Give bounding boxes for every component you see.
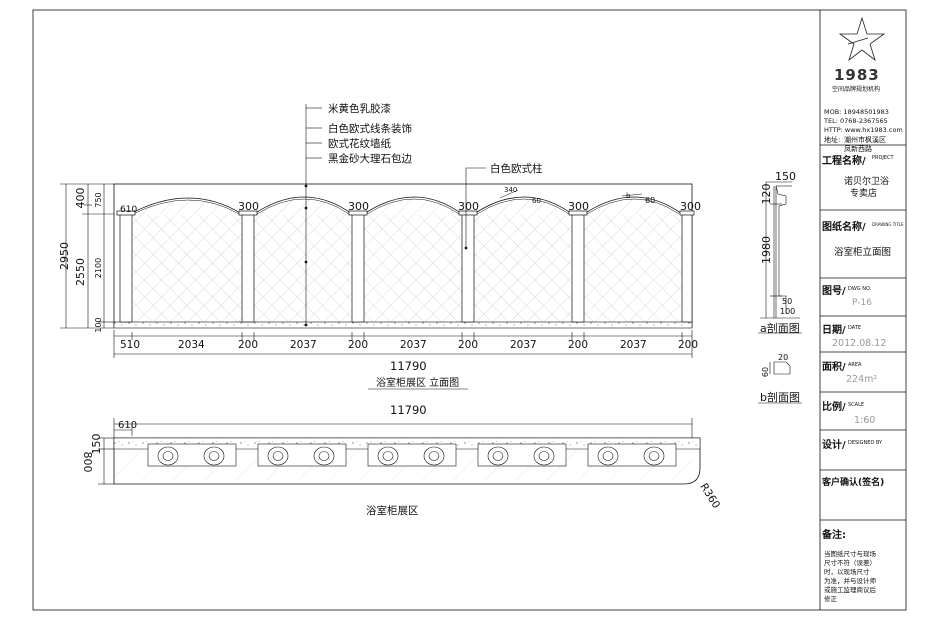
plan-depth-150: 150 <box>90 434 103 455</box>
small-dim-60a: 60 <box>532 197 541 205</box>
bottom-dim-10: 200 <box>678 339 698 351</box>
dim-height-total: 2950 <box>58 242 71 270</box>
sheet-border <box>32 9 907 611</box>
tb-note-line-6: 修正 <box>824 595 837 603</box>
tb-project-label-en: PROJECT <box>872 155 894 161</box>
plan-left-offset: 610 <box>118 420 137 431</box>
arch-dim-2: 300 <box>348 200 369 213</box>
tb-date: 2012.08.12 <box>832 338 887 349</box>
dim-height-400: 400 <box>74 188 87 209</box>
tb-area: 224m² <box>846 374 878 385</box>
small-dim-b: b <box>626 192 631 200</box>
tb-dwg-no: P-16 <box>852 298 872 308</box>
section-a-view <box>758 181 802 334</box>
section-a-dim-1980: 1980 <box>760 236 773 264</box>
logo-subtitle: 空间品牌规划机构 <box>832 86 881 93</box>
dim-height-750: 750 <box>94 192 103 207</box>
bottom-dim-6: 200 <box>458 339 478 351</box>
plan-depth-800: 800 <box>81 452 94 473</box>
plan-view <box>98 418 701 485</box>
dim-height-2100: 2100 <box>94 258 103 278</box>
bottom-dim-5: 2037 <box>400 339 427 351</box>
tb-client-label: 客户确认(签名) <box>822 478 885 488</box>
section-a-dim-50: 50 <box>782 297 792 306</box>
tb-tel: TEL: 0768-2367565 <box>824 117 888 125</box>
tb-mob: MOB: 18948501983 <box>824 108 889 116</box>
section-b-dim-20: 20 <box>778 353 788 362</box>
small-dim-340: 340 <box>504 186 517 194</box>
bottom-dim-8: 200 <box>568 339 588 351</box>
tb-addr-1: 潮州市枫溪区 <box>844 136 886 144</box>
tb-scale: 1:60 <box>854 415 876 426</box>
arch-dim-5: 300 <box>680 200 701 213</box>
title-block: 1983 空间品牌规划机构 MOB: 18948501983 TEL: 0768… <box>820 10 906 610</box>
leader-label-1: 米黄色乳胶漆 <box>328 102 391 115</box>
tb-area-label: 面积/ <box>822 362 846 373</box>
bottom-dim-2: 200 <box>238 339 258 351</box>
section-a-dim-100: 100 <box>780 307 795 316</box>
leader-label-4: 黑金砂大理石包边 <box>328 152 412 165</box>
tb-design-label: 设计/ <box>822 440 846 451</box>
tb-note-line-2: 尺寸不符（误差） <box>824 559 876 567</box>
tb-dwg-no-label: 图号/ <box>822 286 846 297</box>
tb-http: HTTP: www.hx1983.com <box>824 126 903 134</box>
elevation-title: 浴室柜展区 立面图 <box>376 376 459 389</box>
arch-dim-1: 300 <box>238 200 259 213</box>
dim-height-100: 100 <box>94 317 103 332</box>
tb-drawing-label: 图纸名称/ <box>822 222 866 233</box>
bottom-dim-9: 2037 <box>620 339 647 351</box>
title-block-frame <box>820 144 906 521</box>
section-a-dim-150: 150 <box>775 170 796 183</box>
arch-dim-0: 610 <box>120 205 137 215</box>
plan-overall-width: 11790 <box>390 403 427 417</box>
tb-scale-label-en: SCALE <box>848 402 865 408</box>
tb-date-label-en: DATE <box>848 325 862 331</box>
bottom-dim-1: 2034 <box>178 339 205 351</box>
tb-project-name-2: 专卖店 <box>850 189 878 199</box>
tb-dwg-no-label-en: DWG NO. <box>848 286 872 292</box>
tb-note-line-1: 当图纸尺寸与现场 <box>824 550 876 558</box>
tb-note-line-5: 或施工监理商议后 <box>824 586 876 594</box>
logo-star-icon <box>838 16 886 62</box>
tb-addr-label: 地址: <box>824 136 841 144</box>
bottom-dim-3: 2037 <box>290 339 317 351</box>
tb-project-name-1: 诺贝尔卫浴 <box>844 177 890 187</box>
tb-project-label: 工程名称/ <box>822 156 866 167</box>
bottom-dim-0: 510 <box>120 339 140 351</box>
tb-date-label: 日期/ <box>822 325 846 336</box>
small-dim-60b: 60 <box>645 196 655 205</box>
plan-radius: R360 <box>697 481 722 511</box>
section-a-title: a剖面图 <box>760 321 800 335</box>
section-b-dim-60: 60 <box>761 367 770 377</box>
tb-note-label: 备注: <box>822 530 846 541</box>
section-b-view <box>758 361 802 404</box>
tb-area-label-en: AREA <box>848 362 862 368</box>
leader-label-3: 欧式花纹墙纸 <box>328 137 391 150</box>
tb-note-line-4: 为准，并与设计师 <box>824 577 876 585</box>
section-a-dim-120: 120 <box>760 184 773 205</box>
tb-design-label-en: DESIGNED BY <box>848 440 883 446</box>
tb-drawing-name: 浴室柜立面图 <box>834 247 892 258</box>
tb-scale-label: 比例/ <box>822 402 846 413</box>
tb-note-line-3: 时，以现场尺寸 <box>824 568 870 576</box>
bottom-dim-7: 2037 <box>510 339 537 351</box>
elevation-overall-width: 11790 <box>390 359 427 373</box>
arch-dim-4: 300 <box>568 200 589 213</box>
tb-addr-2: 凤新西路 <box>844 145 872 153</box>
elevation-view <box>60 104 695 390</box>
leader-label-2: 白色欧式线条装饰 <box>328 122 412 135</box>
dim-height-sub: 2550 <box>74 258 87 286</box>
arch-dim-3: 300 <box>458 200 479 213</box>
plan-title: 浴室柜展区 <box>366 504 419 517</box>
tb-drawing-label-en: DRAWING TITLE <box>872 222 904 227</box>
column-label: 白色欧式柱 <box>490 162 543 175</box>
logo-text: 1983 <box>834 66 880 84</box>
section-b-title: b剖面图 <box>760 390 800 404</box>
bottom-dim-4: 200 <box>348 339 368 351</box>
